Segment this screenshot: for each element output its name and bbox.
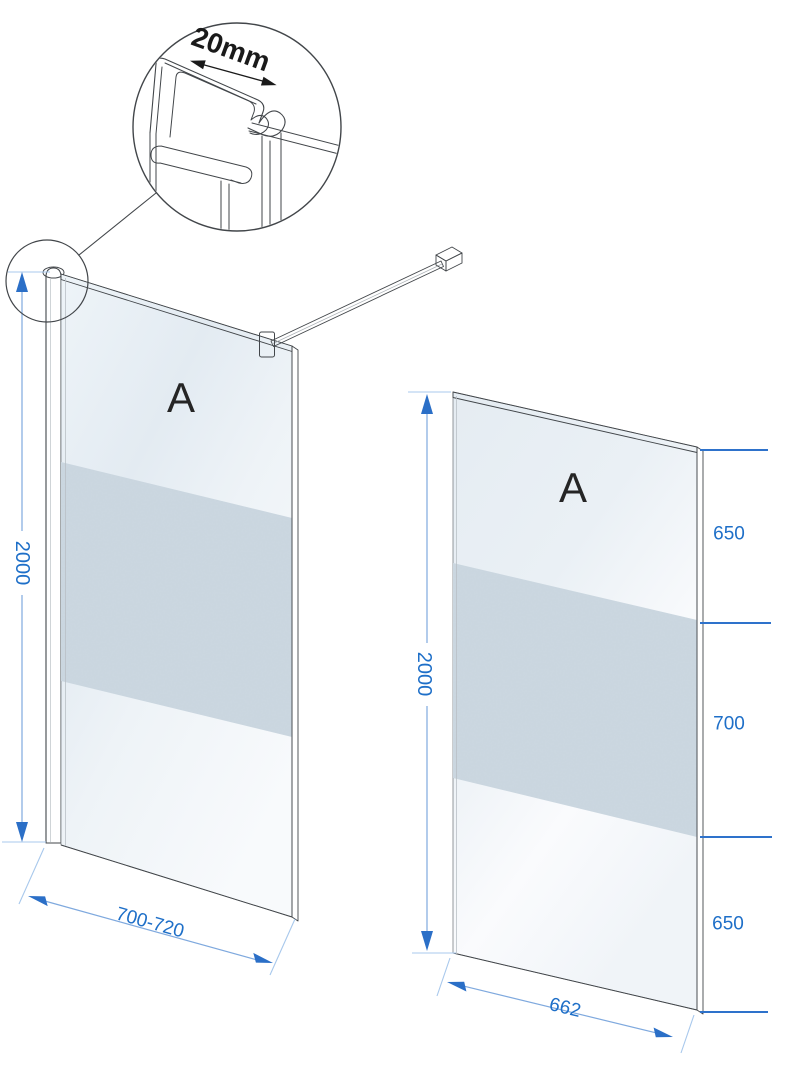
width-dimension-label: 700-720 xyxy=(114,904,187,943)
width-dimension-label: 662 xyxy=(547,994,583,1022)
profile-extrusion-lines xyxy=(149,132,282,230)
support-bar-tube xyxy=(270,260,444,347)
panel-label: A xyxy=(559,464,587,511)
glass-edge-in-detail xyxy=(248,122,340,155)
arrow-down-icon xyxy=(16,822,28,842)
height-dimension-left: 2000 xyxy=(2,271,50,843)
extension-line-left xyxy=(18,847,45,905)
frosted-privacy-band xyxy=(61,462,292,737)
dimension-line xyxy=(42,899,260,962)
wall-profile-body xyxy=(45,267,62,844)
glass-bottom-edge xyxy=(452,952,698,1011)
arrow-up-icon xyxy=(421,394,433,414)
glass-side-edge xyxy=(291,345,299,922)
glass-side-edge xyxy=(696,446,704,1015)
support-bar-highlight xyxy=(271,263,443,345)
arrow-left-icon xyxy=(28,896,48,907)
height-dimension-right: 2000 xyxy=(408,391,456,954)
arrow-right-icon xyxy=(653,1027,673,1038)
frosted-privacy-band xyxy=(453,563,697,837)
arrow-left-icon xyxy=(447,981,467,992)
profile-lower-flange xyxy=(150,145,253,184)
extension-line-left xyxy=(436,957,451,997)
panel-label: A xyxy=(167,374,195,421)
segment-label: 700 xyxy=(713,714,745,735)
detail-arrow-left-icon xyxy=(190,60,206,70)
arrow-up-icon xyxy=(16,272,28,292)
extension-line-right xyxy=(680,1014,695,1054)
support-bar-wall-mount xyxy=(435,246,463,272)
dimension-line xyxy=(460,984,660,1035)
assembled-panel-view: A 2000 xyxy=(2,246,463,976)
glass-panel-view: A 2000 662 650 700 650 xyxy=(408,391,772,1054)
arrow-down-icon xyxy=(421,931,433,951)
detail-leader-line xyxy=(78,192,157,256)
height-dimension-label: 2000 xyxy=(11,541,33,586)
glass-bottom-edge xyxy=(60,844,293,918)
arrow-right-icon xyxy=(253,952,273,963)
segment-dimensions: 650 700 650 xyxy=(700,449,772,1013)
detail-source-circle xyxy=(5,239,89,323)
detail-view: 20mm xyxy=(132,21,342,232)
segment-label: 650 xyxy=(712,914,744,935)
detail-arrow-right-icon xyxy=(260,76,277,86)
support-bar-bracket xyxy=(259,331,275,358)
segment-label: 650 xyxy=(713,524,745,545)
detail-circle xyxy=(132,22,342,232)
support-bar xyxy=(259,246,463,358)
profile-inner-channel xyxy=(169,71,269,138)
detail-dimension-line xyxy=(198,62,269,84)
extension-line-right xyxy=(269,918,296,976)
height-dimension-label: 2000 xyxy=(413,652,435,697)
